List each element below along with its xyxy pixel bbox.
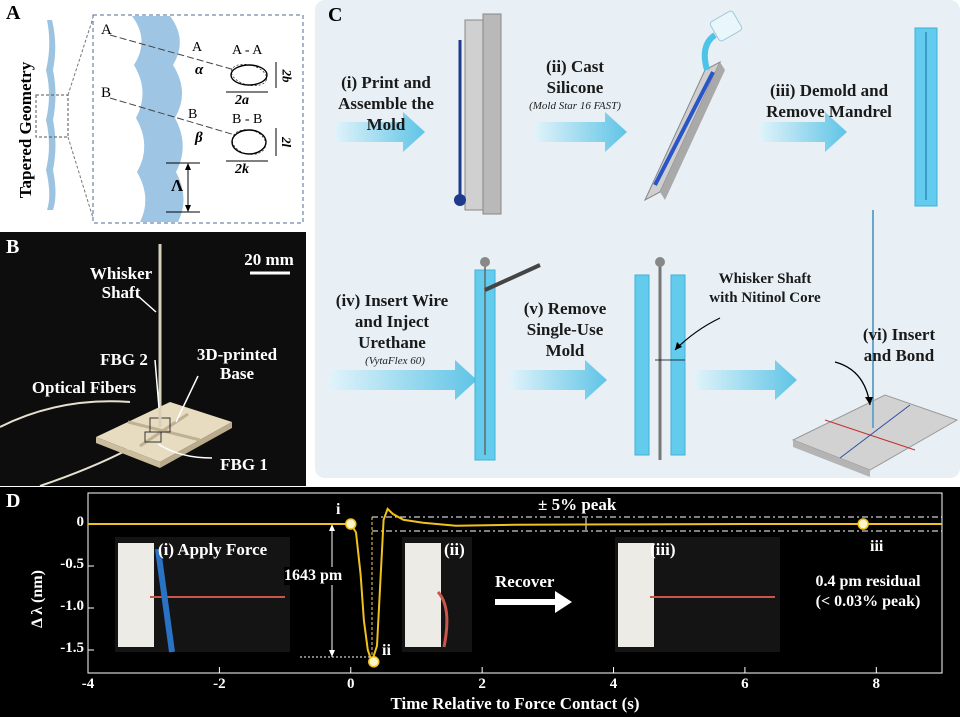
x-tick-label: 8	[872, 676, 881, 692]
x-tick-label: 6	[741, 676, 749, 692]
photo-2-label: (ii)	[444, 540, 465, 559]
x-tick-label: 2	[478, 676, 486, 692]
panel-d-label: D	[6, 490, 21, 512]
point-i-label: i	[336, 501, 341, 518]
y-tick-label: -0.5	[60, 556, 84, 572]
point-ii-marker	[368, 656, 380, 668]
residual-label: 0.4 pm residual (< 0.03% peak)	[815, 573, 921, 610]
wavelength-label: Λ	[171, 176, 184, 195]
panel-a-drawing	[35, 14, 304, 224]
wavelength-shift-line	[88, 507, 942, 665]
scale-bar-label: 20 mm	[244, 250, 294, 269]
sec-a-title: A - A	[232, 43, 263, 58]
step-2-label: (ii) Cast Silicone	[545, 57, 605, 97]
inset-photo-2	[402, 537, 472, 652]
sec-b-dim-v: 2l	[279, 136, 295, 148]
step-3-label: (iii) Demold and Remove Mandrel	[766, 81, 892, 121]
base-label: 3D-printed Base	[196, 345, 278, 383]
step-4-label: (iv) Insert Wire and Inject Urethane	[335, 291, 449, 352]
panel-c-label: C	[328, 4, 343, 26]
step-2-sub: (Mold Star 16 FAST)	[529, 100, 621, 112]
step-5-label: (v) Remove Single-Use Mold	[523, 299, 607, 360]
point-i-marker	[345, 518, 357, 530]
inset-photo-3	[615, 537, 780, 652]
band-label: ± 5% peak	[538, 495, 617, 514]
panel-b-illustration	[0, 232, 306, 486]
fibers-label: Optical Fibers	[31, 378, 137, 397]
step-6-label: (vi) Insert and Bond	[862, 325, 936, 365]
y-tick-label: -1.5	[60, 640, 84, 656]
panel-a-label: A	[6, 2, 21, 24]
panel-d-ylabel: Δ λ (nm)	[29, 570, 46, 628]
point-ii-label: ii	[382, 642, 391, 659]
point-iii-label: iii	[870, 538, 884, 555]
photo-3-label: (iii)	[650, 540, 676, 559]
sec-a-marker-2: A	[192, 40, 203, 55]
sec-b-title: B - B	[232, 112, 263, 127]
x-tick-label: 0	[347, 676, 355, 692]
sec-b-angle: β	[195, 130, 203, 146]
panel-d-xlabel: Time Relative to Force Contact (s)	[390, 694, 640, 713]
inset-photo-1	[115, 537, 290, 653]
x-tick-label: -4	[81, 676, 95, 692]
panel-b-photo	[0, 232, 306, 486]
panel-c-illustrations	[330, 10, 959, 477]
sec-a-dim-h: 2a	[235, 93, 249, 108]
point-iii-marker	[857, 518, 869, 530]
fbg2-label: FBG 2	[100, 350, 148, 369]
fbg1-label: FBG 1	[220, 455, 268, 474]
y-tick-label: 0	[76, 514, 85, 530]
step-1-label: (i) Print and Assemble the Mold	[338, 73, 434, 134]
sec-a-marker-1: A	[101, 22, 112, 38]
recover-label: Recover	[495, 572, 555, 591]
panel-d-chart	[87, 492, 943, 674]
y-tick-label: -1.0	[60, 598, 84, 614]
sec-b-dim-h: 2k	[235, 162, 249, 177]
step-4-sub: (VytaFlex 60)	[365, 355, 425, 367]
step-5-note: Whisker Shaft with Nitinol Core	[709, 271, 821, 306]
x-tick-label: 4	[609, 676, 618, 692]
x-tick-label: -2	[213, 676, 226, 692]
shaft-label: Whisker Shaft	[89, 264, 153, 302]
drop-label: 1643 pm	[284, 567, 343, 585]
photo-1-label: (i) Apply Force	[158, 540, 268, 559]
sec-a-dim-v: 2b	[279, 69, 295, 83]
sec-b-marker-2: B	[188, 107, 198, 122]
panel-b-label: B	[6, 236, 20, 258]
sec-a-angle: α	[195, 62, 204, 78]
panel-d-series	[88, 507, 942, 668]
sec-b-marker-1: B	[101, 85, 112, 101]
